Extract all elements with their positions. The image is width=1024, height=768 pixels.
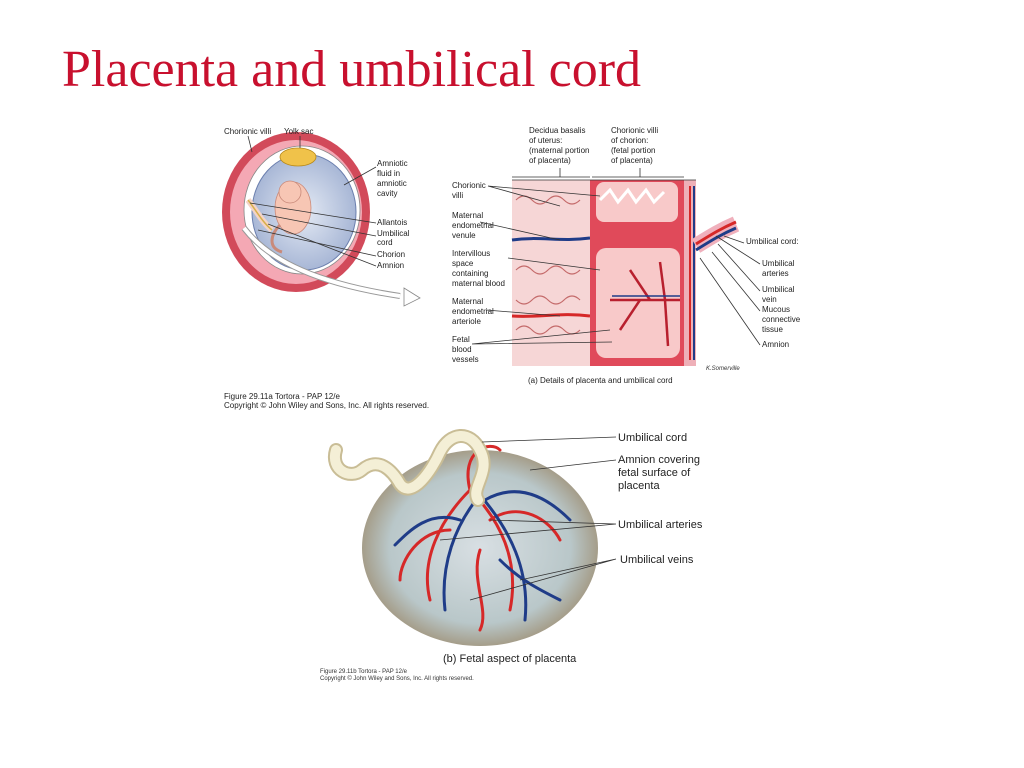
label-fetal-vessels-1: Fetal (452, 335, 470, 344)
credit-b-line2: Copyright © John Wiley and Sons, Inc. Al… (320, 675, 474, 682)
credit-b-line1: Figure 29.11b Tortora - PAP 12/e (320, 669, 408, 675)
slide-title: Placenta and umbilical cord (62, 41, 642, 98)
label-umbilical-arteries-photo: Umbilical arteries (618, 519, 703, 531)
artist-signature: K.Somerville (706, 366, 740, 372)
label-yolk-sac: Yolk sac (284, 127, 314, 136)
label-decidua-4: of placenta) (529, 156, 571, 165)
label-villi-fetal-3: (fetal portion (611, 146, 655, 155)
label-umb-vein-1: Umbilical (762, 285, 795, 294)
label-venule-2: endometrial (452, 221, 494, 230)
label-intervillous-1: Intervillous (452, 249, 490, 258)
label-amniotic-3: amniotic (377, 179, 407, 188)
fetal-placenta-photo (327, 429, 598, 646)
label-fetal-vessels-3: vessels (452, 355, 479, 364)
label-amniotic-2: fluid in (377, 169, 400, 178)
label-mucous-2: connective (762, 315, 801, 324)
label-venule-1: Maternal (452, 211, 483, 220)
label-intervillous-4: maternal blood (452, 279, 505, 288)
label-umbilical-cord-photo: Umbilical cord (618, 432, 687, 444)
label-amnion-covering-3: placenta (618, 480, 660, 492)
caption-b: (b) Fetal aspect of placenta (443, 653, 577, 665)
label-arteriole-3: arteriole (452, 317, 481, 326)
label-villi-fetal-2: of chorion: (611, 136, 648, 145)
label-chorionic-villi-b2: villi (452, 191, 463, 200)
label-amnion-covering-2: fetal surface of (618, 467, 691, 479)
credit-a-line1: Figure 29.11a Tortora - PAP 12/e (224, 392, 340, 401)
label-amnion-covering-1: Amnion covering (618, 454, 700, 466)
label-venule-3: venule (452, 231, 476, 240)
label-umb-vein-2: vein (762, 295, 777, 304)
caption-a: (a) Details of placenta and umbilical co… (528, 376, 673, 385)
label-umbilical-cord-b: Umbilical cord: (746, 237, 798, 246)
label-villi-fetal-4: of placenta) (611, 156, 653, 165)
label-decidua-2: of uterus: (529, 136, 562, 145)
label-amnion-b: Amnion (762, 340, 789, 349)
label-umbilical-cord-a1: Umbilical (377, 229, 410, 238)
label-amniotic-4: cavity (377, 189, 397, 198)
label-intervillous-3: containing (452, 269, 488, 278)
label-umb-arteries-1: Umbilical (762, 259, 795, 268)
label-chorionic-villi-b1: Chorionic (452, 181, 486, 190)
label-allantois: Allantois (377, 218, 407, 227)
label-umbilical-veins-photo: Umbilical veins (620, 554, 694, 566)
label-umbilical-cord-a2: cord (377, 238, 393, 247)
label-fetal-vessels-2: blood (452, 345, 472, 354)
label-chorion: Chorion (377, 250, 405, 259)
label-amniotic-1: Amniotic (377, 159, 408, 168)
placenta-section-diagram: K.Somerville (511, 168, 740, 372)
label-mucous-1: Mucous (762, 305, 790, 314)
label-mucous-3: tissue (762, 325, 783, 334)
label-decidua-3: (maternal portion (529, 146, 589, 155)
label-arteriole-2: endometrial (452, 307, 494, 316)
label-arteriole-1: Maternal (452, 297, 483, 306)
credit-a-line2: Copyright © John Wiley and Sons, Inc. Al… (224, 401, 429, 410)
label-chorionic-villi-a: Chorionic villi (224, 127, 271, 136)
label-villi-fetal-1: Chorionic villi (611, 126, 658, 135)
label-amnion-a: Amnion (377, 261, 404, 270)
label-intervillous-2: space (452, 259, 474, 268)
label-decidua-1: Decidua basalis (529, 126, 585, 135)
label-umb-arteries-2: arteries (762, 269, 789, 278)
